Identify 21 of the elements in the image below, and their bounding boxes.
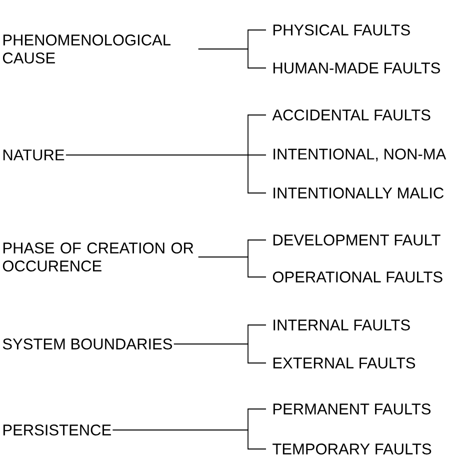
category-label: PHENOMENOLOGICAL CAUSE xyxy=(2,34,170,64)
fault-type-label: ACCIDENTAL FAULTS xyxy=(272,110,430,120)
fault-type-label: HUMAN-MADE FAULTS xyxy=(273,62,440,74)
fault-type-label: INTENTIONAL, NON-MA xyxy=(274,148,446,162)
category-label: PERSISTENCE xyxy=(3,424,111,436)
connector-line xyxy=(112,430,266,450)
fault-type-label: TEMPORARY FAULTS xyxy=(272,444,432,454)
fault-type-label: OPERATIONAL FAULTS xyxy=(272,272,442,282)
connector-line xyxy=(198,48,266,68)
fault-type-label: INTENTIONALLY MALIC xyxy=(274,188,444,198)
category-label: NATURE xyxy=(3,150,64,160)
fault-type-label: EXTERNAL FAULTS xyxy=(273,358,416,368)
category-label: SYSTEM BOUNDARIES xyxy=(2,338,172,350)
connector-line xyxy=(198,256,266,278)
connector-line xyxy=(173,344,266,364)
fault-type-label: DEVELOPMENT FAULT xyxy=(273,234,440,246)
fault-type-label: PHYSICAL FAULTS xyxy=(273,24,410,36)
fault-type-label: PERMANENT FAULTS xyxy=(273,404,431,414)
fault-type-label: INTERNAL FAULTS xyxy=(274,320,410,330)
connector-line xyxy=(66,154,266,194)
category-label: PHASE OF CREATION OR OCCURENCE xyxy=(2,242,194,272)
